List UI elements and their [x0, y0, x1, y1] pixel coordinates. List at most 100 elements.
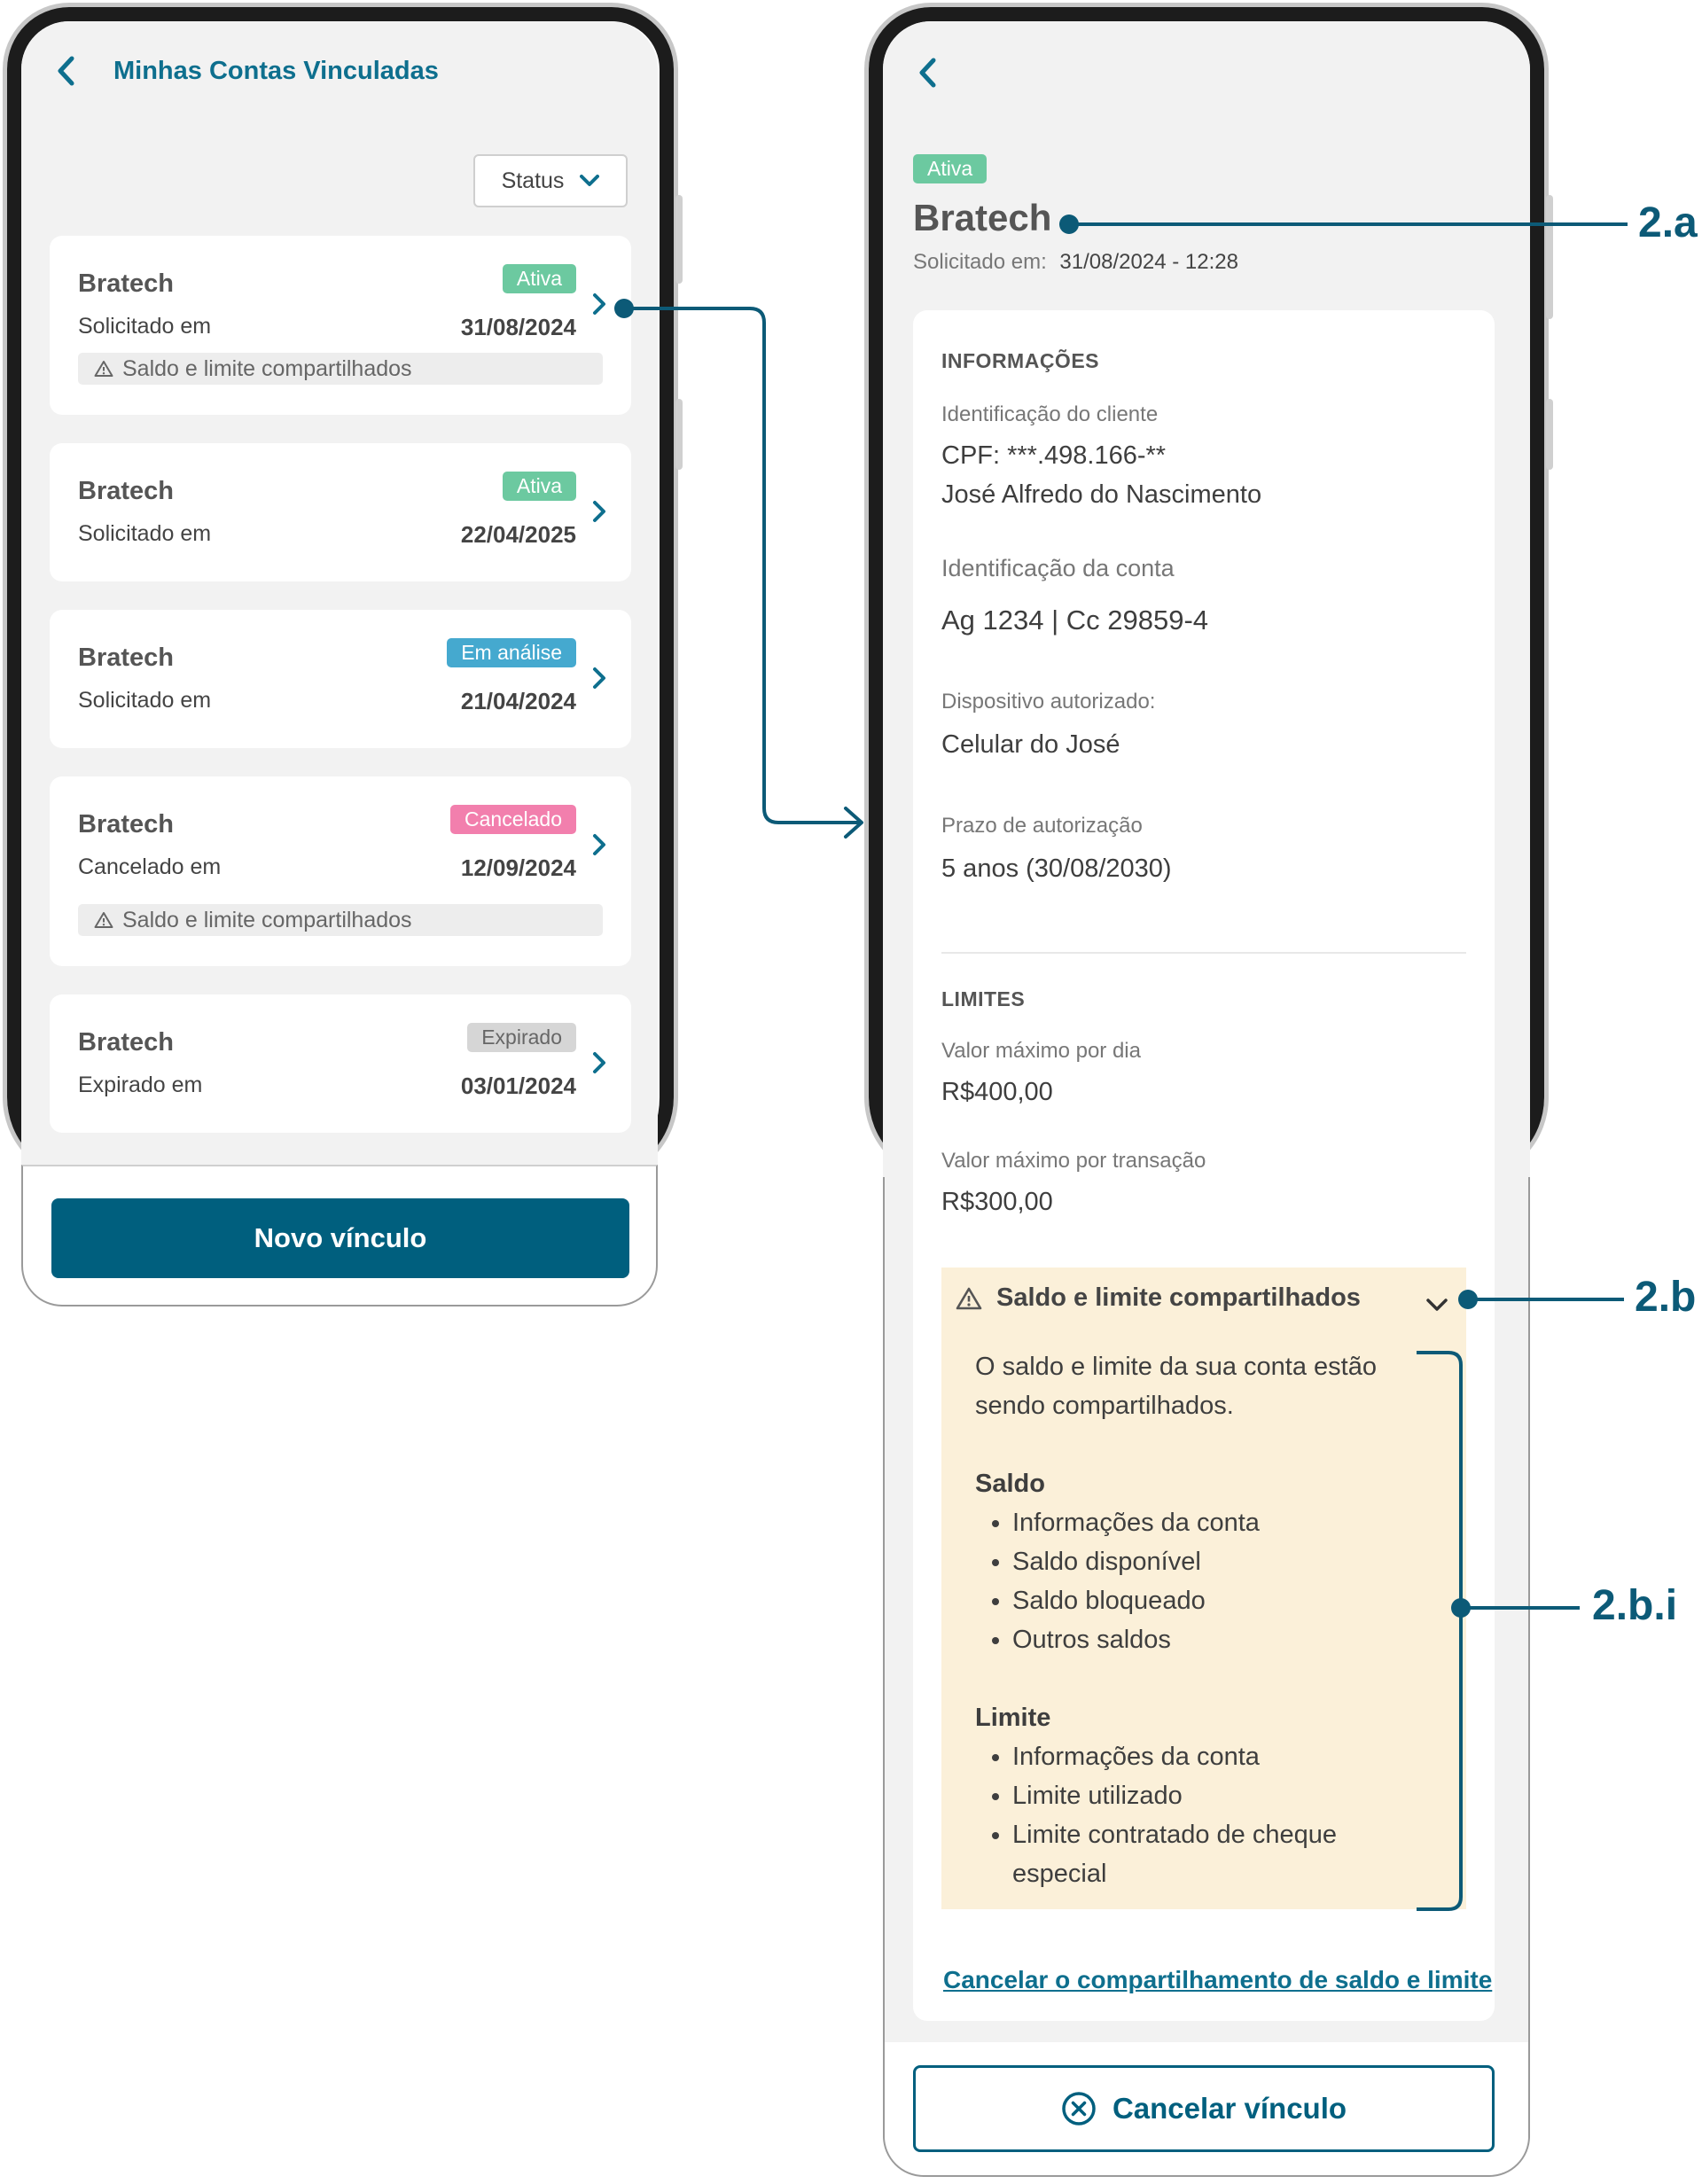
- list-screen: Minhas Contas Vinculadas Status Bratech …: [21, 21, 658, 1165]
- card-company-name: Bratech: [78, 269, 174, 298]
- status-badge: Ativa: [913, 154, 988, 183]
- term-value: 5 anos (30/08/2030): [941, 854, 1172, 883]
- accordion-header[interactable]: Saldo e limite compartilhados: [956, 1283, 1361, 1313]
- account-card[interactable]: Bratech Em análise Solicitado em 21/04/2…: [50, 610, 631, 748]
- card-date: 31/08/2024: [460, 314, 576, 340]
- client-name: José Alfredo do Nascimento: [941, 480, 1262, 509]
- annotation-label-2b: 2.b: [1635, 1274, 1697, 1321]
- card-company-name: Bratech: [78, 477, 174, 505]
- chevron-right-icon: [593, 667, 605, 689]
- list-item: Limite utilizado: [1012, 1776, 1401, 1815]
- chevron-down-icon: [580, 175, 600, 186]
- list-item: Limite contratado de cheque especial: [1012, 1815, 1401, 1893]
- daily-limit-label: Valor máximo por dia: [941, 1039, 1141, 1063]
- status-filter-label: Status: [501, 168, 565, 193]
- info-section-title: INFORMAÇÕES: [941, 349, 1099, 372]
- requested-date-row: Solicitado em: 31/08/2024 - 12:28: [913, 250, 1238, 275]
- card-company-name: Bratech: [78, 644, 174, 672]
- client-id-label: Identificação do cliente: [941, 402, 1159, 426]
- status-filter-button[interactable]: Status: [473, 154, 628, 207]
- saldo-heading: Saldo: [975, 1470, 1045, 1498]
- new-link-button[interactable]: Novo vínculo: [51, 1198, 629, 1278]
- card-date-label: Solicitado em: [78, 688, 212, 713]
- list-item: Saldo bloqueado: [1012, 1581, 1401, 1620]
- annotation-bracket-2bi: [1417, 1351, 1580, 1911]
- list-item: Informações da conta: [1012, 1503, 1401, 1542]
- side-button: [1546, 195, 1553, 319]
- side-button: [675, 195, 683, 284]
- shared-notice-text: Saldo e limite compartilhados: [122, 355, 412, 381]
- chevron-right-icon: [593, 1052, 605, 1073]
- transaction-limit-value: R$300,00: [941, 1188, 1053, 1216]
- transaction-limit-label: Valor máximo por transação: [941, 1149, 1206, 1173]
- limite-list: Informações da conta Limite utilizado Li…: [975, 1737, 1401, 1893]
- account-card[interactable]: Bratech Cancelado Cancelado em 12/09/202…: [50, 776, 631, 966]
- account-card[interactable]: Bratech Expirado Expirado em 03/01/2024: [50, 994, 631, 1133]
- account-value: Ag 1234 | Cc 29859-4: [941, 604, 1209, 636]
- company-name: Bratech: [913, 197, 1052, 238]
- annotation-label-2a: 2.a: [1638, 199, 1698, 246]
- accordion-intro: O saldo e limite da sua conta estão send…: [975, 1353, 1377, 1420]
- back-button[interactable]: [55, 55, 78, 87]
- accordion-content: O saldo e limite da sua conta estão send…: [975, 1347, 1401, 1893]
- chevron-down-icon: [1426, 1299, 1448, 1311]
- annotation-line-2a: [1059, 214, 1628, 234]
- back-arrow-icon: [919, 58, 936, 88]
- daily-limit-value: R$400,00: [941, 1078, 1053, 1106]
- saldo-list: Informações da conta Saldo disponível Sa…: [975, 1503, 1401, 1659]
- shared-notice: Saldo e limite compartilhados: [78, 904, 603, 936]
- device-label: Dispositivo autorizado:: [941, 690, 1156, 714]
- shared-balance-accordion: Saldo e limite compartilhados O saldo e …: [941, 1268, 1466, 1909]
- status-badge: Cancelado: [450, 805, 576, 834]
- cancel-link-label: Cancelar vínculo: [1112, 2092, 1347, 2125]
- back-button[interactable]: [917, 57, 940, 89]
- left-phone-frame: [7, 7, 674, 1177]
- list-item: Outros saldos: [1012, 1620, 1401, 1659]
- cancel-link-button[interactable]: Cancelar vínculo: [913, 2065, 1495, 2152]
- status-badge: Expirado: [467, 1023, 576, 1052]
- account-card[interactable]: Bratech Ativa Solicitado em 22/04/2025: [50, 443, 631, 581]
- section-divider: [941, 952, 1466, 954]
- list-item: Informações da conta: [1012, 1737, 1401, 1776]
- chevron-right-icon: [593, 834, 605, 855]
- card-date-label: Solicitado em: [78, 314, 212, 339]
- side-button: [675, 399, 683, 470]
- annotation-label-2bi: 2.b.i: [1592, 1582, 1678, 1629]
- requested-value: 31/08/2024 - 12:28: [1059, 250, 1238, 274]
- term-label: Prazo de autorização: [941, 814, 1143, 838]
- card-date: 03/01/2024: [460, 1072, 576, 1099]
- device-value: Celular do José: [941, 730, 1120, 759]
- close-circle-icon: [1062, 2092, 1096, 2126]
- status-badge: Em análise: [447, 638, 576, 667]
- client-cpf: CPF: ***.498.166-**: [941, 441, 1167, 470]
- status-badge: Ativa: [502, 264, 576, 293]
- card-company-name: Bratech: [78, 810, 174, 838]
- accordion-title: Saldo e limite compartilhados: [996, 1283, 1361, 1312]
- account-id-label: Identificação da conta: [941, 555, 1175, 581]
- flow-arrow: [614, 299, 863, 838]
- right-phone-frame: [869, 7, 1544, 1177]
- warning-triangle-icon: [956, 1287, 982, 1309]
- detail-footer-bar: Cancelar vínculo: [885, 2042, 1528, 2175]
- requested-label: Solicitado em:: [913, 250, 1047, 274]
- warning-triangle-icon: [94, 912, 113, 928]
- warning-triangle-icon: [94, 361, 113, 377]
- details-card: INFORMAÇÕES Identificação do cliente CPF…: [913, 310, 1495, 2021]
- card-date-label: Cancelado em: [78, 854, 222, 879]
- status-badge: Ativa: [502, 472, 576, 501]
- page-title: Minhas Contas Vinculadas: [113, 57, 439, 85]
- shared-notice-text: Saldo e limite compartilhados: [122, 907, 412, 932]
- card-date: 21/04/2024: [460, 688, 576, 714]
- list-footer: Novo vínculo: [21, 1165, 658, 1306]
- chevron-right-icon: [593, 501, 605, 522]
- card-date: 22/04/2025: [460, 521, 576, 548]
- card-date-label: Expirado em: [78, 1072, 203, 1097]
- side-button: [1546, 399, 1553, 470]
- account-card[interactable]: Bratech Ativa Solicitado em 31/08/2024 S…: [50, 236, 631, 415]
- list-item: Saldo disponível: [1012, 1542, 1401, 1581]
- detail-screen: Ativa Bratech Solicitado em: 31/08/2024 …: [883, 21, 1530, 2042]
- cancel-sharing-link[interactable]: Cancelar o compartilhamento de saldo e l…: [943, 1966, 1493, 1993]
- limits-section-title: LIMITES: [941, 987, 1026, 1010]
- detail-footer: [883, 1177, 1530, 2177]
